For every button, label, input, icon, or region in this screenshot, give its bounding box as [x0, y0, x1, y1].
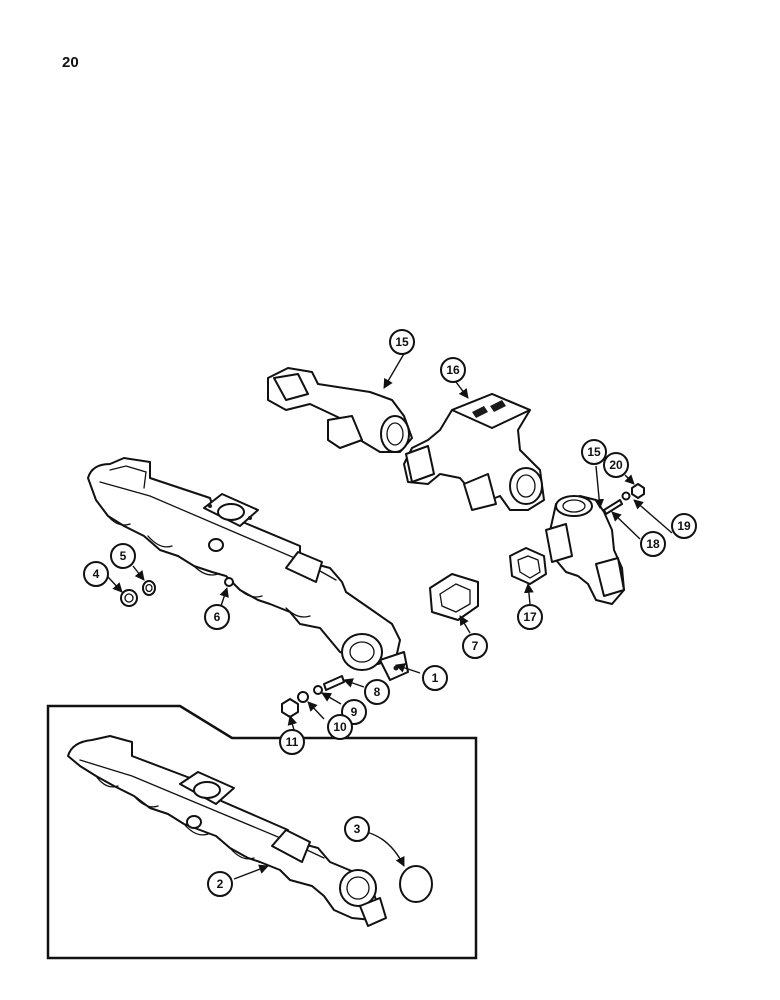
exhaust-manifold-center	[403, 393, 545, 511]
exhaust-elbow-right	[545, 495, 625, 605]
callout-label: 5	[120, 549, 127, 563]
callout-19: 19	[671, 513, 697, 539]
page-number: 20	[62, 54, 79, 71]
callout-label: 17	[523, 610, 537, 624]
callout-label: 4	[93, 567, 100, 581]
callout-15-upper: 15	[389, 329, 415, 355]
callout-label: 15	[587, 445, 601, 459]
callout-label: 2	[217, 877, 224, 891]
callout-label: 11	[286, 735, 299, 749]
inset-frame	[46, 704, 478, 960]
callout-label: 1	[432, 671, 439, 685]
callout-4: 4	[83, 561, 109, 587]
exhaust-manifold	[87, 457, 409, 681]
stud	[323, 675, 345, 691]
washer	[142, 580, 156, 596]
callout-16: 16	[440, 357, 466, 383]
washer-19	[621, 491, 631, 501]
nut-20	[631, 483, 645, 499]
washer-9	[313, 685, 323, 695]
callout-20: 20	[603, 452, 629, 478]
plug-small	[224, 577, 234, 587]
callout-label: 3	[354, 822, 361, 836]
callout-7: 7	[462, 633, 488, 659]
callout-5: 5	[110, 543, 136, 569]
callout-label: 6	[214, 610, 221, 624]
gasket-7	[429, 573, 479, 621]
callout-label: 8	[374, 685, 381, 699]
callout-label: 15	[395, 335, 409, 349]
callout-18: 18	[640, 531, 666, 557]
stud-18	[603, 499, 623, 515]
callout-2: 2	[207, 871, 233, 897]
callout-11: 11	[279, 729, 305, 755]
exhaust-manifold-alternate	[67, 735, 387, 927]
callout-6: 6	[204, 604, 230, 630]
callout-17: 17	[517, 604, 543, 630]
callout-label: 19	[677, 519, 691, 533]
lockwasher	[297, 691, 309, 703]
callout-15-right: 15	[581, 439, 607, 465]
nut	[281, 698, 299, 718]
plug	[120, 589, 138, 607]
callout-label: 16	[446, 363, 460, 377]
exhaust-elbow-upper	[267, 367, 413, 453]
callout-label: 10	[333, 720, 347, 734]
callout-label: 18	[646, 537, 660, 551]
callout-label: 7	[472, 639, 479, 653]
callout-3: 3	[344, 816, 370, 842]
callout-1: 1	[422, 665, 448, 691]
callout-8: 8	[364, 679, 390, 705]
callout-10: 10	[327, 714, 353, 740]
gasket-17	[509, 547, 547, 585]
callout-label: 20	[609, 458, 623, 472]
callout-label: 9	[351, 705, 358, 719]
cap	[399, 865, 433, 903]
